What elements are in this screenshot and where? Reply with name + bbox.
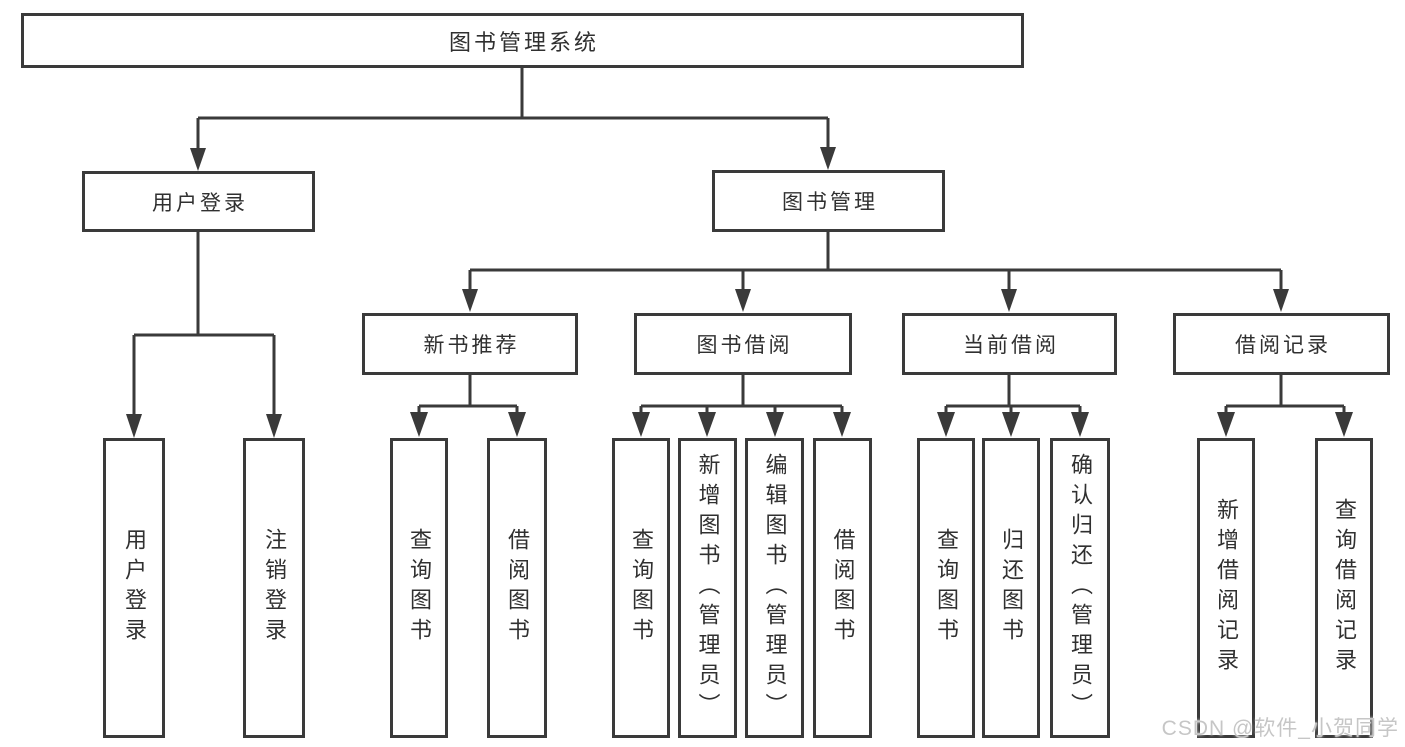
leaf-logout: 注销登录 bbox=[243, 438, 305, 738]
leaf-user-login: 用户登录 bbox=[103, 438, 165, 738]
arrow-down-icon bbox=[1001, 289, 1017, 312]
leaf-query-books-3: 查询图书 bbox=[917, 438, 975, 738]
arrow-down-icon bbox=[735, 289, 751, 312]
node-book-management: 图书管理 bbox=[712, 170, 945, 232]
arrow-down-icon bbox=[632, 412, 650, 437]
connectors-current-borrow-subtree bbox=[944, 375, 1082, 415]
leaf-borrow-books-2: 借阅图书 bbox=[813, 438, 872, 738]
arrow-down-icon bbox=[1002, 412, 1020, 437]
connectors-user-login-subtree bbox=[132, 232, 276, 417]
connectors-root-to-level2 bbox=[196, 68, 830, 150]
leaf-return-books: 归还图书 bbox=[982, 438, 1040, 738]
node-library-management-system: 图书管理系统 bbox=[21, 13, 1024, 68]
arrow-down-icon bbox=[820, 147, 836, 170]
connectors-book-borrow-subtree bbox=[639, 375, 844, 415]
arrow-down-icon bbox=[190, 148, 206, 171]
leaf-confirm-return-admin: 确认归还（管理员） bbox=[1050, 438, 1110, 738]
arrow-down-icon bbox=[1273, 289, 1289, 312]
leaf-query-books-1: 查询图书 bbox=[390, 438, 448, 738]
leaf-query-books-2: 查询图书 bbox=[612, 438, 670, 738]
arrowheads-user-login-leaves bbox=[126, 414, 282, 438]
connectors-new-book-subtree bbox=[417, 375, 519, 415]
node-borrowing-records: 借阅记录 bbox=[1173, 313, 1390, 375]
arrow-down-icon bbox=[508, 412, 526, 437]
arrow-down-icon bbox=[833, 412, 851, 437]
node-user-login: 用户登录 bbox=[82, 171, 315, 232]
arrowheads-current-borrow-leaves bbox=[937, 412, 1089, 437]
connectors-book-management-to-level3 bbox=[468, 232, 1283, 292]
leaf-add-books-admin: 新增图书（管理员） bbox=[678, 438, 737, 738]
watermark-text: CSDN @软件_小贺同学 bbox=[1161, 717, 1399, 740]
node-current-borrowing: 当前借阅 bbox=[902, 313, 1117, 375]
arrowheads-new-book-leaves bbox=[410, 412, 526, 437]
arrowheads-level3 bbox=[462, 289, 1289, 312]
arrowheads-level2 bbox=[190, 147, 836, 171]
arrow-down-icon bbox=[1335, 412, 1353, 437]
arrow-down-icon bbox=[1071, 412, 1089, 437]
arrow-down-icon bbox=[937, 412, 955, 437]
arrowheads-book-borrow-leaves bbox=[632, 412, 851, 437]
leaf-borrow-books-1: 借阅图书 bbox=[487, 438, 547, 738]
arrowheads-borrow-records-leaves bbox=[1217, 412, 1353, 437]
arrow-down-icon bbox=[410, 412, 428, 437]
leaf-edit-books-admin: 编辑图书（管理员） bbox=[745, 438, 804, 738]
connectors-borrow-records-subtree bbox=[1224, 375, 1346, 415]
arrow-down-icon bbox=[126, 414, 142, 438]
node-book-borrowing: 图书借阅 bbox=[634, 313, 852, 375]
arrow-down-icon bbox=[766, 412, 784, 437]
arrow-down-icon bbox=[462, 289, 478, 312]
arrow-down-icon bbox=[266, 414, 282, 438]
node-new-book-recommendation: 新书推荐 bbox=[362, 313, 578, 375]
leaf-query-borrow-record: 查询借阅记录 bbox=[1315, 438, 1373, 738]
arrow-down-icon bbox=[698, 412, 716, 437]
leaf-add-borrow-record: 新增借阅记录 bbox=[1197, 438, 1255, 738]
arrow-down-icon bbox=[1217, 412, 1235, 437]
